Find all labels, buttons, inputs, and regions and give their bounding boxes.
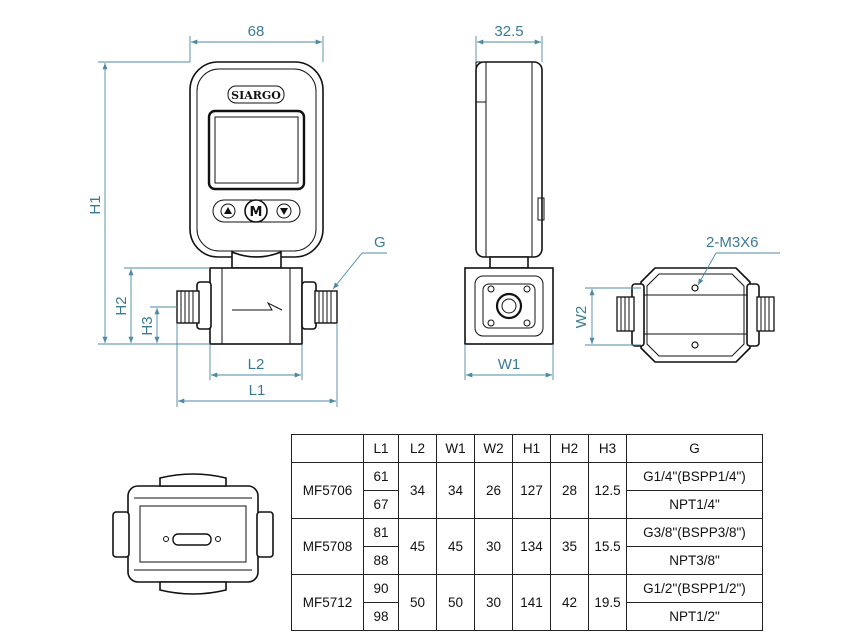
h1-cell: 127: [512, 462, 551, 519]
bottom-view-right: [616, 267, 775, 363]
header-cell: [291, 434, 364, 463]
down-button: [276, 203, 292, 219]
front-dimensions: 68 H1 H2 H3 L2 L1 G: [87, 23, 387, 407]
front-view: SIARGO M: [176, 61, 338, 345]
dim-68: 68: [248, 23, 265, 40]
dim-h3: H3: [139, 316, 156, 335]
g-cell: NPT3/8": [626, 546, 763, 575]
down-arrow-icon: [280, 208, 288, 215]
spec-table: L1 L2 W1 W2 H1 H2 H3 G MF5706 61 34 34 2…: [291, 434, 763, 631]
header-cell: H3: [588, 434, 627, 463]
h2-cell: 28: [550, 462, 589, 519]
model-cell: MF5706: [291, 462, 364, 519]
dim-h2: H2: [113, 296, 130, 315]
w2-cell: 30: [474, 574, 513, 631]
header-cell: L2: [398, 434, 437, 463]
dim-h1: H1: [87, 195, 104, 214]
h2-cell: 42: [550, 574, 589, 631]
table-row: MF5706 61 34 34 26 127 28 12.5 G1/4"(BSP…: [291, 462, 763, 519]
g-cell: G1/4"(BSPP1/4"): [626, 462, 763, 491]
w2-cell: 30: [474, 518, 513, 575]
bottom-right-fitting: [756, 296, 775, 332]
display-screen: [207, 109, 306, 191]
model-cell: MF5708: [291, 518, 364, 575]
right-fitting: [314, 290, 338, 324]
l2-cell: 50: [398, 574, 437, 631]
table-row: 98 NPT1/2": [292, 602, 763, 631]
g-cell: G3/8"(BSPP3/8"): [626, 518, 763, 547]
l1-cell: 98: [363, 602, 399, 631]
h1-cell: 141: [512, 574, 551, 631]
h1-cell: 134: [512, 518, 551, 575]
connector-port: [172, 533, 212, 546]
bottom-clip: [159, 581, 227, 595]
mount-hole-top: [691, 284, 699, 292]
h3-cell: 19.5: [588, 574, 627, 631]
top-left-fitting: [112, 511, 130, 558]
h3-cell: 15.5: [588, 518, 627, 575]
w1-cell: 45: [436, 518, 475, 575]
top-view: [112, 473, 274, 595]
w2-cell: 26: [474, 462, 513, 519]
bottom-left-fitting: [616, 296, 635, 332]
side-view: [464, 61, 554, 345]
top-right-fitting: [256, 511, 274, 558]
display-inner: [214, 116, 299, 184]
header-cell: W2: [474, 434, 513, 463]
mode-button-label: M: [250, 205, 263, 220]
neck: [231, 250, 282, 269]
header-cell: H1: [512, 434, 551, 463]
l2-cell: 34: [398, 462, 437, 519]
left-fitting: [176, 290, 200, 324]
brand-label: SIARGO: [231, 89, 281, 102]
l1-cell: 90: [363, 574, 399, 603]
g-cell: NPT1/4": [626, 490, 763, 519]
dim-32-5: 32.5: [494, 23, 523, 40]
dim-l1: L1: [249, 382, 266, 399]
inlet-bore: [495, 292, 523, 320]
brand-badge: [227, 85, 285, 104]
table-row: MF5708 81 45 45 30 134 35 15.5 G3/8"(BSP…: [291, 518, 763, 575]
flow-body: [209, 267, 303, 345]
up-button: [220, 203, 236, 219]
l2-cell: 45: [398, 518, 437, 575]
header-cell: G: [626, 434, 763, 463]
l1-cell: 88: [363, 546, 399, 575]
w1-cell: 34: [436, 462, 475, 519]
h3-cell: 12.5: [588, 462, 627, 519]
side-dimensions: 32.5 W1: [464, 23, 554, 380]
l1-cell: 81: [363, 518, 399, 547]
model-cell: MF5712: [291, 574, 364, 631]
dim-g: G: [374, 234, 386, 251]
dim-w1: W1: [498, 356, 521, 373]
l1-cell: 67: [363, 490, 399, 519]
header-cell: L1: [363, 434, 399, 463]
h2-cell: 35: [550, 518, 589, 575]
right-port: [301, 281, 317, 330]
top-clip: [159, 473, 227, 487]
w1-cell: 50: [436, 574, 475, 631]
flow-direction-arrow: [232, 301, 283, 311]
mode-button: [244, 199, 268, 223]
g-cell: G1/2"(BSPP1/2"): [626, 574, 763, 603]
dim-w2: W2: [573, 306, 590, 329]
side-clip: [475, 61, 487, 103]
l1-cell: 61: [363, 462, 399, 491]
mount-hole-bottom: [691, 341, 699, 349]
header-cell: H2: [550, 434, 589, 463]
g-cell: NPT1/2": [626, 602, 763, 631]
side-port: [537, 197, 545, 221]
header-cell: W1: [436, 434, 475, 463]
table-row: 67 NPT1/4": [292, 490, 763, 519]
bottom-dimensions: W2 2-M3X6: [573, 234, 780, 346]
dim-l2: L2: [248, 356, 265, 373]
dim-2-m3x6: 2-M3X6: [706, 234, 759, 251]
up-arrow-icon: [224, 207, 232, 214]
side-flow-body: [464, 267, 554, 345]
table-header-row: L1 L2 W1 W2 H1 H2 H3 G: [291, 434, 763, 463]
table-row: MF5712 90 50 50 30 141 42 19.5 G1/2"(BSP…: [291, 574, 763, 631]
